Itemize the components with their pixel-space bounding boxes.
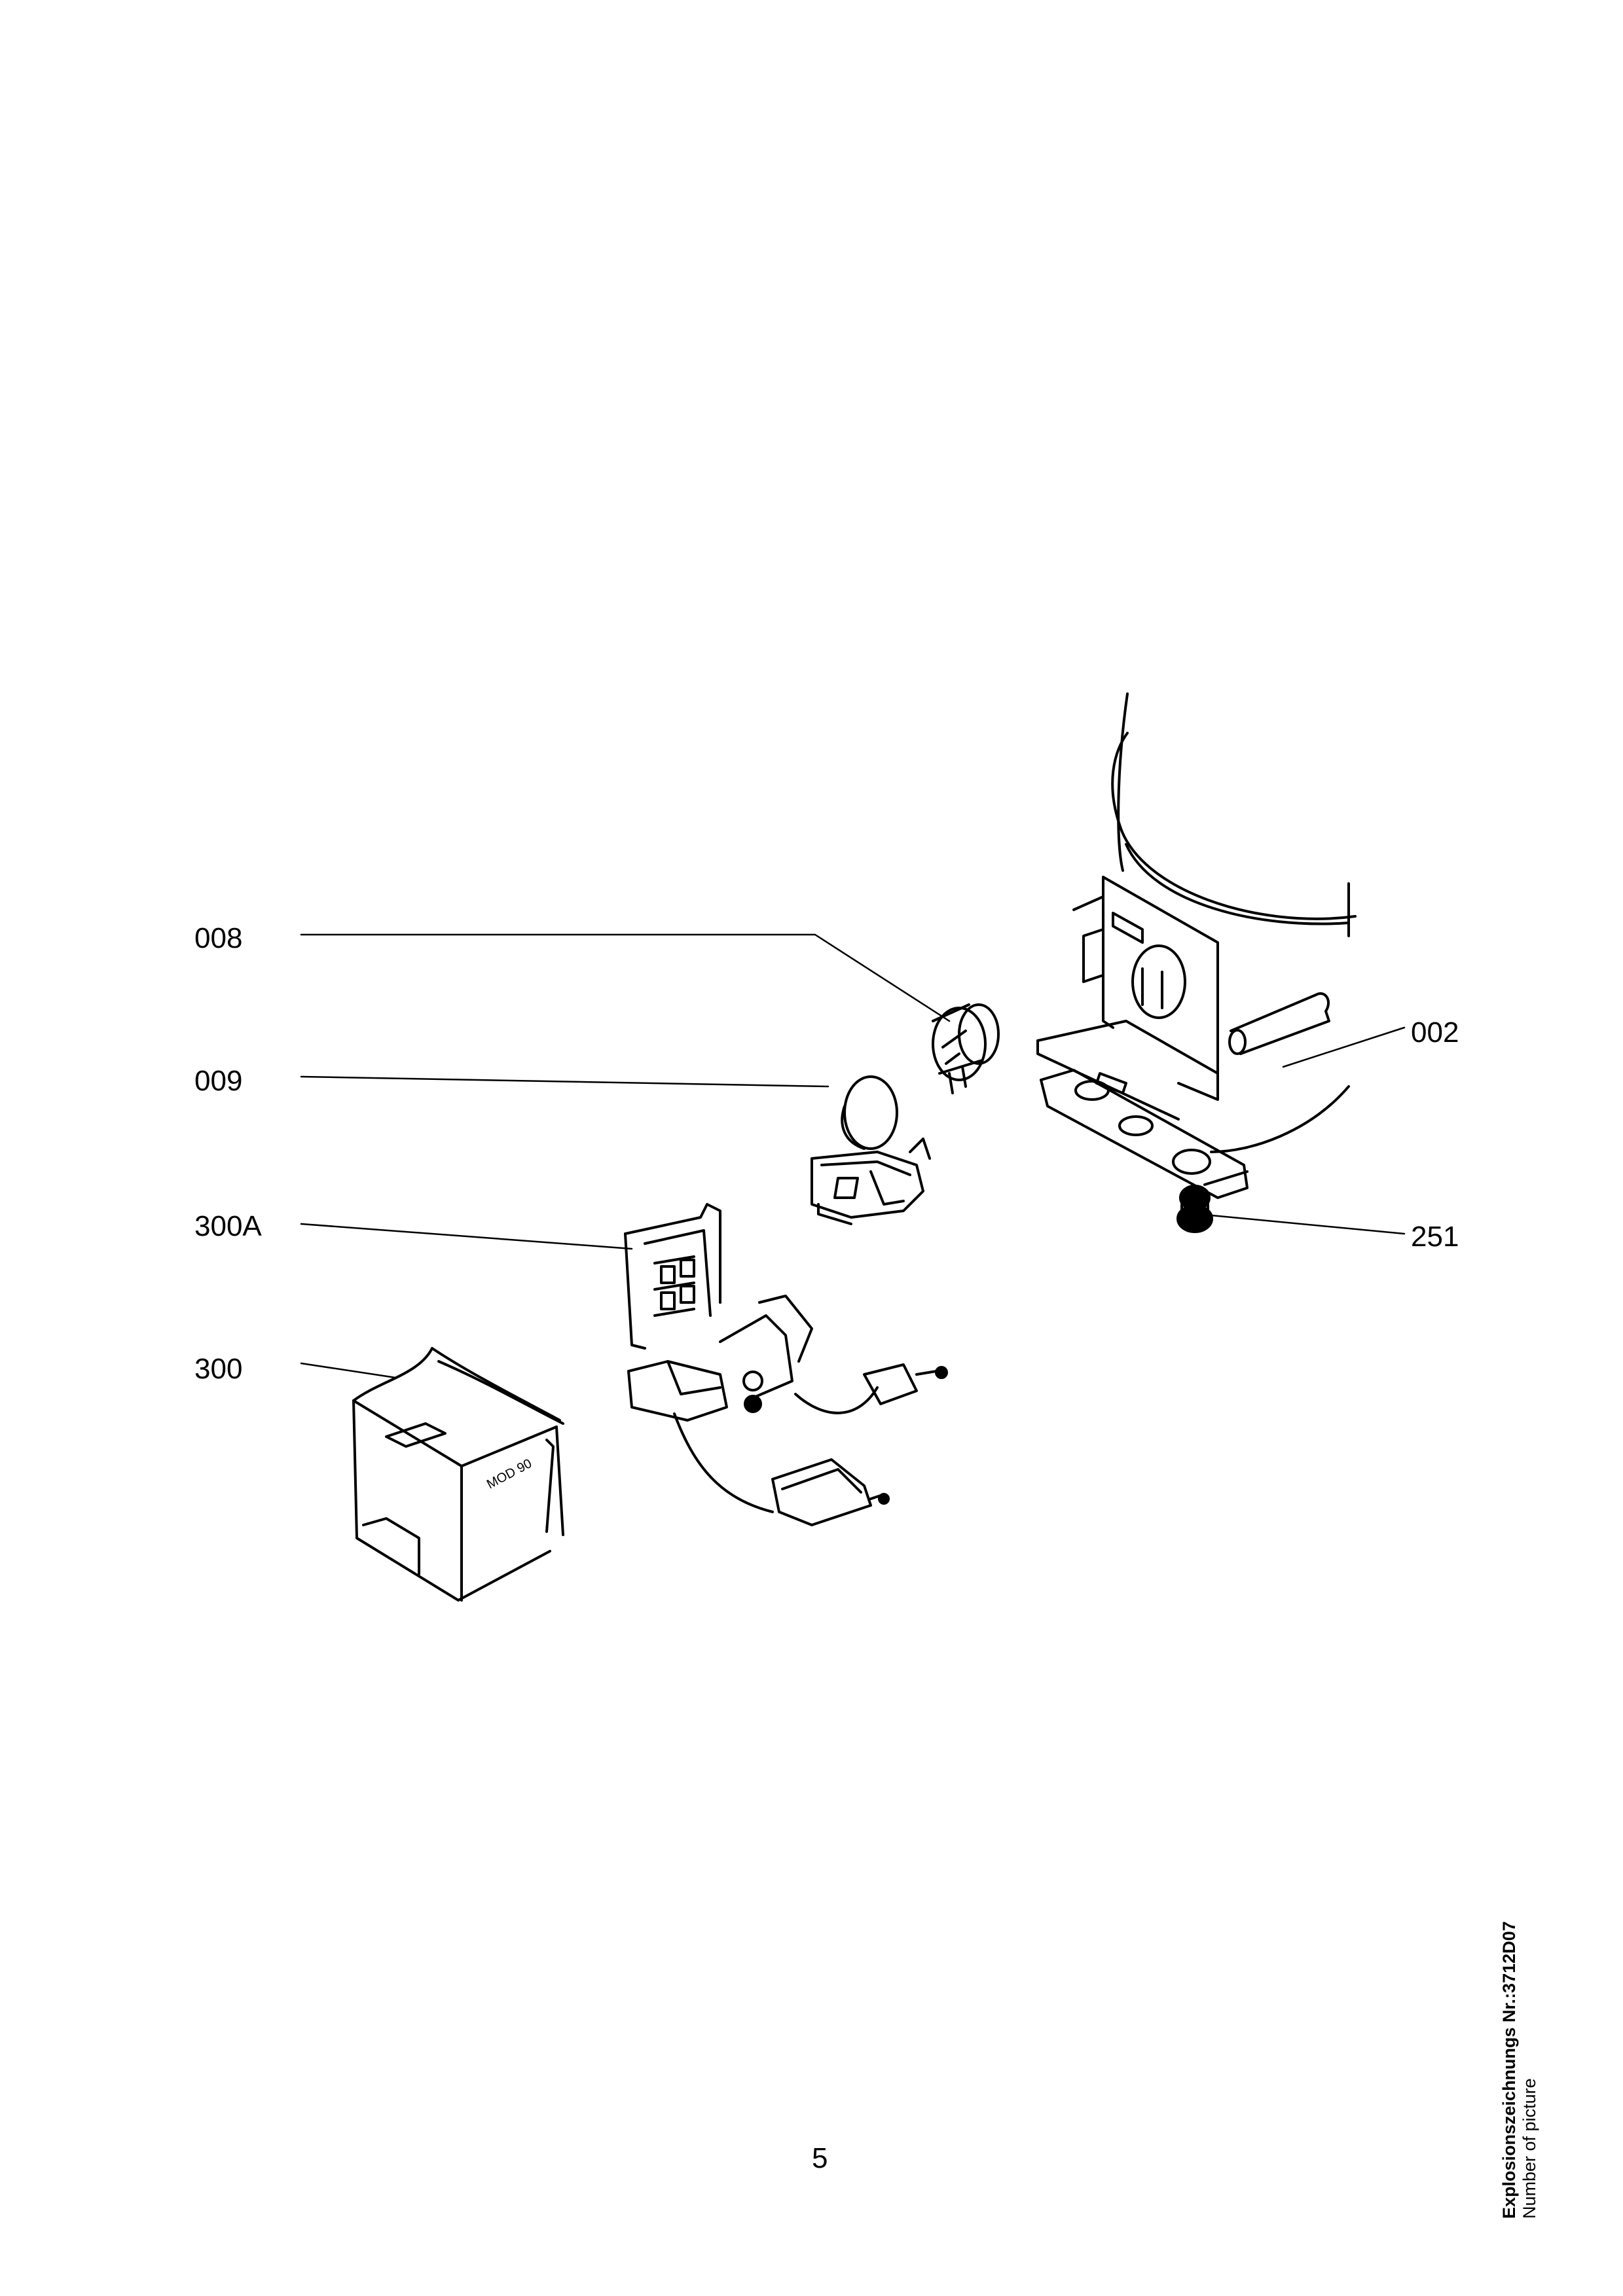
terminal-box-cover-300 xyxy=(352,1347,564,1602)
leader-line-300a xyxy=(300,1223,633,1250)
callout-008: 008 xyxy=(194,922,243,954)
leader-lines xyxy=(300,933,1406,1379)
overload-protector-008 xyxy=(932,1003,1000,1094)
drawing-caption: Explosionszeichnungs Nr.:3712D07 Number … xyxy=(1499,1921,1540,2219)
part-marking: MOD 90 xyxy=(484,1456,534,1492)
callout-009: 009 xyxy=(194,1065,243,1097)
callout-300: 300 xyxy=(194,1353,243,1385)
drawing-number: Explosionszeichnungs Nr.:3712D07 xyxy=(1499,1921,1519,2219)
terminal-box-300a xyxy=(624,1203,948,1526)
caption-subtitle: Number of picture xyxy=(1520,2078,1540,2219)
leader-line-002 xyxy=(1282,1026,1406,1068)
leader-line-251 xyxy=(1197,1213,1406,1235)
callout-300a: 300A xyxy=(194,1210,262,1242)
relay-009 xyxy=(811,1075,931,1225)
callout-002: 002 xyxy=(1411,1016,1459,1049)
callout-251: 251 xyxy=(1411,1221,1459,1253)
leader-line-008 xyxy=(300,933,951,1022)
leader-line-300 xyxy=(300,1362,397,1379)
page-number: 5 xyxy=(812,2142,828,2174)
leader-line-009 xyxy=(300,1075,830,1088)
compressor-002 xyxy=(1036,692,1357,1233)
